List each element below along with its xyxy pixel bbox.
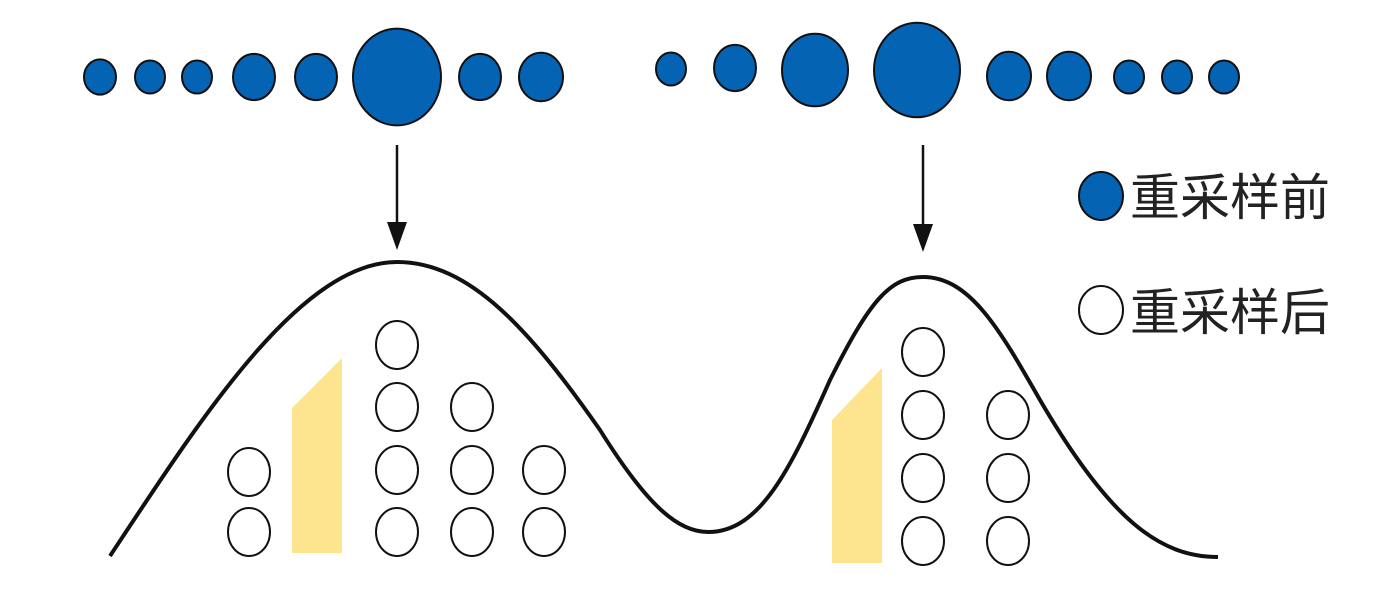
particle-after [986, 390, 1030, 440]
particle-before [458, 52, 502, 102]
particle-after [450, 445, 494, 495]
particle-after [375, 445, 419, 495]
particle-before [294, 52, 338, 102]
particle-before [83, 58, 117, 96]
particle-before [352, 27, 442, 127]
particle-after [375, 507, 419, 557]
particle-before [1046, 50, 1092, 102]
particle-after [375, 382, 419, 432]
likelihood-curve [108, 259, 1219, 559]
particle-before [1113, 59, 1145, 95]
arrowhead-right [913, 224, 933, 252]
before-resampling-particles [83, 21, 1240, 127]
particle-after [227, 507, 271, 557]
particle-after [522, 445, 566, 495]
legend-before-icon [1078, 171, 1124, 221]
particle-before [713, 43, 757, 93]
weight-bar-right [832, 368, 882, 563]
legend-after-label: 重采样后 [1130, 284, 1330, 342]
particle-before [655, 51, 687, 87]
after-resampling-particles [227, 320, 1030, 566]
legend-after-icon [1078, 285, 1124, 335]
particle-after [375, 320, 419, 370]
legend-before-label: 重采样前 [1130, 169, 1330, 227]
particle-before [134, 59, 166, 95]
particle-after [227, 447, 271, 497]
particle-before [181, 59, 213, 95]
particle-after [986, 453, 1030, 503]
particle-before [986, 50, 1032, 102]
particle-after [901, 516, 945, 566]
particle-after [450, 507, 494, 557]
particle-before [1208, 59, 1240, 95]
particle-before [518, 51, 564, 103]
particle-before [781, 32, 849, 108]
particle-after [901, 327, 945, 377]
particle-before [873, 21, 961, 119]
particle-after [901, 453, 945, 503]
particle-before [232, 52, 276, 102]
particle-after [522, 507, 566, 557]
weight-bar-left [292, 358, 342, 553]
particle-after [901, 390, 945, 440]
particle-after [986, 516, 1030, 566]
arrowhead-left [387, 222, 407, 250]
particle-before [1161, 59, 1193, 95]
particle-after [450, 382, 494, 432]
